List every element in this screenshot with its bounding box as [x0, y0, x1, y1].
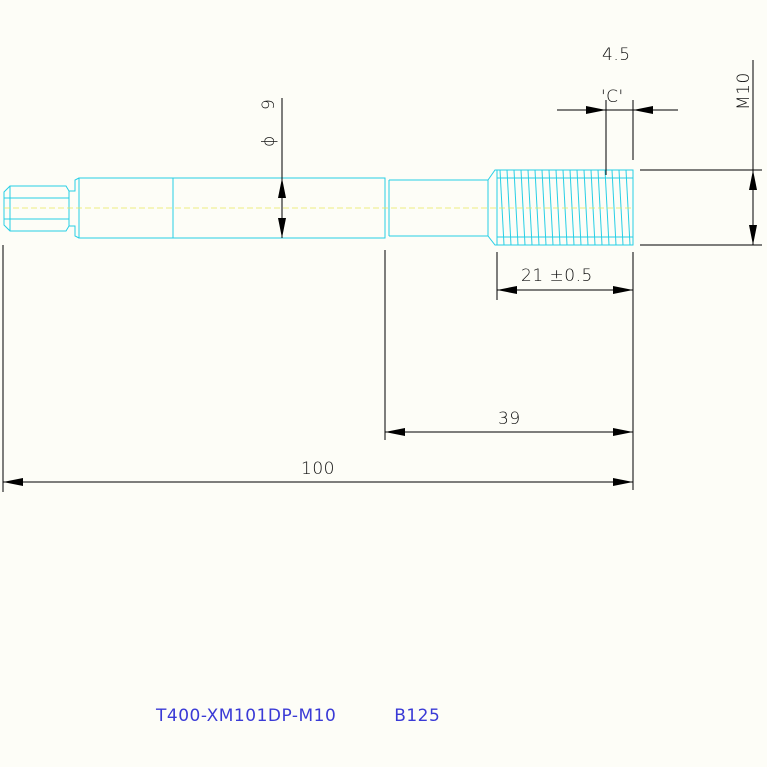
thread-outline	[496, 169, 634, 246]
thread-line	[590, 169, 596, 246]
dim-21-text: 21 ±0.5	[521, 266, 593, 286]
dim-diameter-symbol: ϕ	[259, 135, 279, 147]
neck	[69, 177, 80, 239]
part-code: B125	[394, 706, 441, 726]
thread-lines	[497, 169, 633, 246]
dim-39-text: 39	[498, 409, 521, 429]
reduced-section	[389, 169, 497, 246]
thread-line	[618, 169, 624, 246]
thread-line	[527, 169, 533, 246]
thread-line	[548, 169, 554, 246]
thread-line	[604, 169, 610, 246]
thread-line	[576, 169, 582, 246]
dim-m10-text: M10	[734, 72, 754, 110]
hex-end	[3, 185, 70, 232]
thread-line	[541, 169, 547, 246]
thread-line	[506, 169, 512, 246]
dim-100-text: 100	[301, 459, 335, 479]
thread-line	[534, 169, 540, 246]
title-block: T400-XM101DP-M10 B125	[156, 706, 440, 726]
dim-4-5-text: 4.5	[602, 45, 631, 65]
thread-line	[555, 169, 561, 246]
thread-line	[562, 169, 568, 246]
thread-line	[625, 169, 631, 246]
part-number: T400-XM101DP-M10	[156, 706, 337, 726]
thread-line	[583, 169, 589, 246]
thread-line	[520, 169, 526, 246]
thread-line	[513, 169, 519, 246]
thread-line	[499, 169, 505, 246]
thread-line	[569, 169, 575, 246]
dimension-lines	[2, 60, 762, 492]
shaft-part	[3, 169, 634, 246]
dim-c-label: 'C'	[601, 87, 624, 107]
thread-line	[611, 169, 617, 246]
thread-line	[597, 169, 603, 246]
dim-diameter-value: 9	[259, 99, 279, 110]
